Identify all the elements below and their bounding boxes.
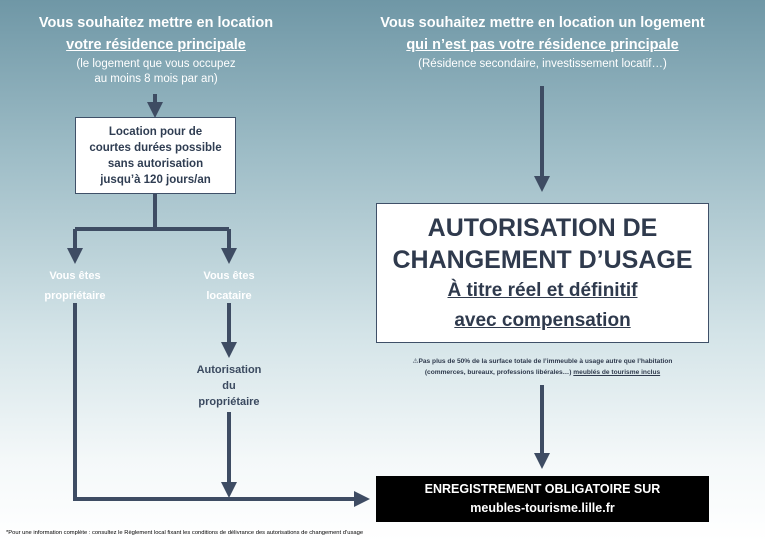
short-term-line3: sans autorisation <box>107 158 204 170</box>
left-sub-line1: (le logement que vous occupez <box>76 58 236 70</box>
registration-box: ENREGISTREMENT OBLIGATOIRE SUR meubles-t… <box>376 476 709 522</box>
left-header-line1: Vous souhaitez mettre en location <box>38 15 274 31</box>
change-of-use-sub-line2: avec compensation <box>454 310 631 331</box>
owner-label-line1: Vous êtes <box>49 270 101 282</box>
registration-line1: ENREGISTREMENT OBLIGATOIRE SUR <box>424 482 661 496</box>
auth-line2: du <box>222 380 236 392</box>
change-of-use-sub-line1: À titre réel et définitif <box>447 280 638 301</box>
surface-note-text2: (commerces, bureaux, professions libéral… <box>424 369 572 376</box>
owner-label-line2: propriétaire <box>44 290 106 302</box>
surface-note-line2: (commerces, bureaux, professions libéral… <box>370 367 715 378</box>
owner-label: Vous êtes propriétaire <box>10 266 140 306</box>
surface-note-text1: Pas plus de 50% de la surface totale de … <box>418 358 673 365</box>
footnote: *Pour une information complète : consult… <box>6 530 364 536</box>
left-header-line2: votre résidence principale <box>66 37 246 53</box>
short-term-line2: courtes durées possible <box>89 142 222 154</box>
auth-line1: Autorisation <box>196 364 262 376</box>
auth-line3: propriétaire <box>198 396 260 408</box>
right-subtitle: (Résidence secondaire, investissement lo… <box>418 58 667 70</box>
arrow-owner-to-registration <box>73 303 370 507</box>
right-header-line1: Vous souhaitez mettre en location un log… <box>380 15 705 31</box>
tenant-label: Vous êtes locataire <box>164 266 294 306</box>
surface-note: ⚠Pas plus de 50% de la surface totale de… <box>370 356 715 378</box>
owner-authorisation-label: Autorisation du propriétaire <box>164 362 294 410</box>
left-sub-line2: au moins 8 mois par an) <box>94 73 218 85</box>
right-header: Vous souhaitez mettre en location un log… <box>330 12 755 56</box>
change-of-use-subtitle: À titre réel et définitif avec compensat… <box>377 276 708 336</box>
change-of-use-title-line1: AUTORISATION DE <box>427 214 658 242</box>
change-of-use-title-line2: CHANGEMENT D’USAGE <box>392 246 693 274</box>
change-of-use-title: AUTORISATION DE CHANGEMENT D’USAGE <box>377 212 708 276</box>
tenant-label-line2: locataire <box>206 290 252 302</box>
left-subtitle: (le logement que vous occupez au moins 8… <box>0 57 312 87</box>
left-header: Vous souhaitez mettre en location votre … <box>0 12 312 56</box>
short-term-rental-box: Location pour de courtes durées possible… <box>75 117 236 194</box>
furnished-tourism-link: meublés de tourisme inclus <box>573 369 661 376</box>
split-connector <box>75 194 229 231</box>
surface-note-line1: ⚠Pas plus de 50% de la surface totale de… <box>370 356 715 367</box>
registration-link[interactable]: meubles-tourisme.lille.fr <box>470 501 615 515</box>
right-header-line2: qui n’est pas votre résidence principale <box>406 37 679 53</box>
tenant-label-line1: Vous êtes <box>203 270 255 282</box>
change-of-use-box: AUTORISATION DE CHANGEMENT D’USAGE À tit… <box>376 203 709 343</box>
warning-icon: ⚠ <box>412 358 419 365</box>
short-term-line4: jusqu’à 120 jours/an <box>100 174 211 186</box>
short-term-line1: Location pour de <box>108 126 203 138</box>
